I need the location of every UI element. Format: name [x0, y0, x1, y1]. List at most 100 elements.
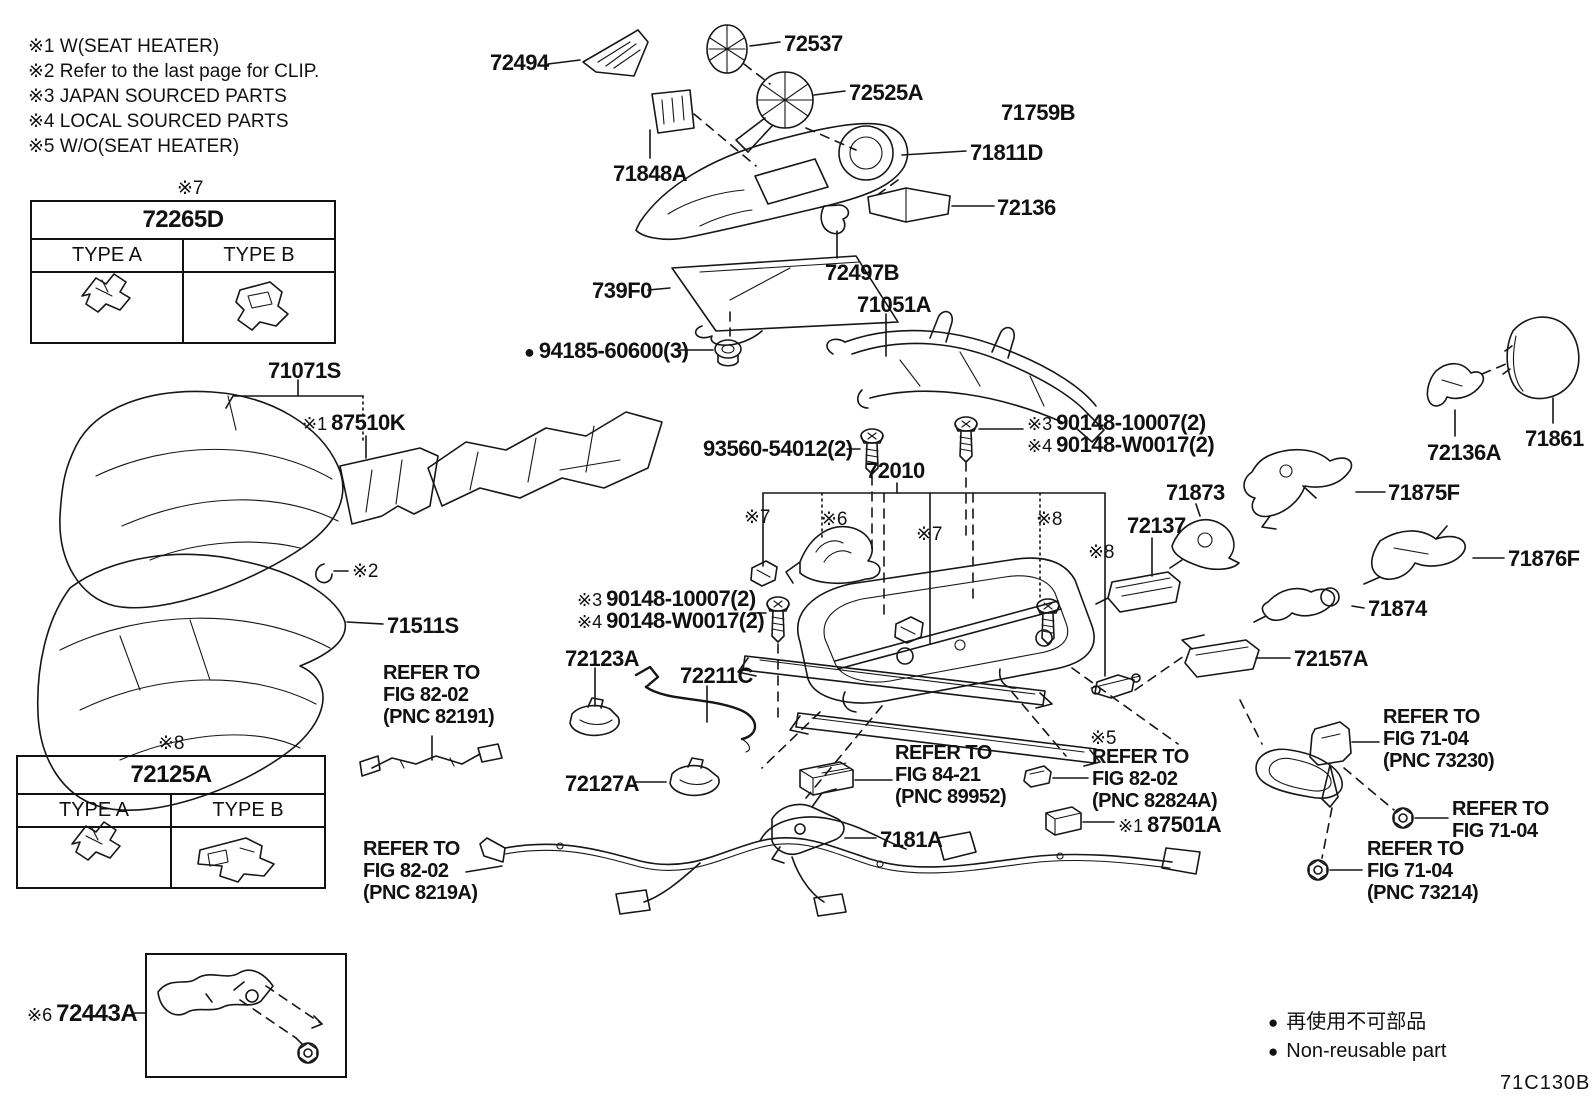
marker-s7-b: ※7 — [916, 524, 943, 545]
bracket-71873-drawing — [1169, 519, 1240, 571]
table-72265D-title: 72265D — [32, 202, 334, 240]
label-72136: 72136 — [997, 195, 1056, 220]
non-reusable-bullet-icon: ● — [1268, 1042, 1279, 1061]
label-71759B: 71759B — [1001, 100, 1076, 125]
note-line-5: ※5 W/O(SEAT HEATER) — [28, 136, 240, 157]
legend-en-row: ●Non-reusable part — [1268, 1040, 1447, 1062]
fan-72525A-drawing — [735, 71, 814, 153]
label-71874: 71874 — [1368, 596, 1427, 621]
marker-s8-b: ※8 — [1088, 542, 1115, 563]
note-line-3: ※3 JAPAN SOURCED PARTS — [28, 86, 287, 107]
table-72265D-type-b: TYPE B — [223, 244, 295, 266]
module-89952-drawing — [799, 761, 854, 796]
non-reusable-bullet-icon: ● — [524, 342, 535, 362]
shield-71811D-drawing — [635, 122, 909, 241]
marker-s7-a: ※7 — [744, 507, 771, 528]
table-72265D: 72265D TYPE A TYPE B — [30, 200, 336, 344]
heater-pad-back-drawing — [427, 411, 663, 507]
seat-cushion-pad-drawing — [36, 553, 347, 811]
cable-72211C-drawing — [634, 665, 757, 753]
note-line-4: ※4 LOCAL SOURCED PARTS — [28, 111, 289, 132]
marker-box-72125A: ※8 — [158, 733, 185, 754]
clip-s7a-drawing — [750, 560, 778, 587]
label-72525A: 72525A — [849, 80, 924, 105]
connector-82824A-drawing — [1023, 765, 1052, 788]
cover-72137-drawing — [1095, 571, 1181, 613]
cap-72123A-drawing — [569, 697, 620, 737]
table-72125A-type-b: TYPE B — [212, 799, 284, 821]
bracket-s6-drawing — [785, 525, 881, 585]
bracket-71875F-drawing — [1243, 448, 1353, 530]
table-72125A-type-a: TYPE A — [18, 795, 172, 826]
label-72497B: 72497B — [825, 260, 900, 285]
label-72127A: 72127A — [565, 771, 640, 796]
label-71861: 71861 — [1525, 426, 1584, 451]
clip-s7b-drawing — [894, 616, 924, 644]
marker-72443A: ※6 — [27, 1005, 53, 1025]
table-72125A-cell-b — [172, 828, 324, 887]
fan-72537-drawing — [706, 24, 748, 74]
table-72125A: 72125A TYPE A TYPE B — [16, 755, 326, 889]
grommet-94185-drawing — [714, 339, 742, 367]
notes-block: ※1 W(SEAT HEATER) ※2 Refer to the last p… — [28, 34, 319, 159]
seat-back-cover-drawing — [59, 390, 344, 609]
diagram-code: 71C130B — [1500, 1072, 1591, 1094]
note-line-1: ※1 W(SEAT HEATER) — [28, 36, 220, 57]
cap-72127A-drawing — [669, 757, 720, 797]
clip-71848A-drawing — [651, 89, 695, 134]
headrest-71861-drawing — [1502, 316, 1580, 400]
table-72265D-cell-a — [32, 273, 184, 342]
label-72157A: 72157A — [1294, 646, 1369, 671]
belt-guide-drawing — [1255, 748, 1343, 799]
legend-jp-row: ●再使用不可部品 — [1268, 1011, 1427, 1033]
label-72211C: 72211C — [680, 663, 753, 688]
label-71876F: 71876F — [1508, 546, 1580, 571]
marker-s5: ※5 — [1090, 728, 1117, 749]
legend: ●再使用不可部品 ●Non-reusable part — [1268, 1008, 1446, 1066]
table-72125A-title: 72125A — [18, 757, 324, 795]
dashed-lines — [693, 63, 1507, 859]
sensor-72443A-drawing — [157, 969, 323, 1064]
non-reusable-bullet-icon: ● — [1268, 1013, 1279, 1032]
trim-72494-drawing — [582, 29, 649, 77]
leader-lines — [132, 41, 1554, 1014]
label-71051A: 71051A — [857, 292, 932, 317]
bracket-71874-drawing — [1253, 587, 1340, 623]
label-72537: 72537 — [784, 31, 843, 56]
clip-hook-s2-drawing — [315, 563, 333, 584]
table-72265D-cell-b — [184, 273, 334, 342]
label-72494: 72494 — [490, 50, 549, 75]
frame-71051A-drawing — [826, 310, 1105, 443]
box-87501A-drawing — [1045, 806, 1082, 836]
nut-lower — [1307, 859, 1329, 881]
label-94185: ●94185-60600(3) — [524, 338, 689, 363]
screw-90148-top — [954, 416, 978, 463]
label-71848A: 71848A — [613, 161, 688, 186]
label-72010: 72010 — [866, 458, 925, 483]
marker-s8-a: ※8 — [1036, 509, 1063, 530]
label-71873: 71873 — [1166, 480, 1225, 505]
screw-90148-left — [766, 596, 790, 643]
marker-87510K: ※1 — [302, 414, 328, 434]
label-93560: 93560-54012(2) — [703, 436, 853, 461]
marker-box-72265D: ※7 — [177, 178, 204, 199]
label-71875F: 71875F — [1388, 480, 1460, 505]
nut-upper — [1392, 807, 1414, 829]
clip-72265D-typeB-drawing — [235, 281, 289, 331]
marker-clip-s2: ※2 — [352, 561, 379, 582]
heater-pad-cushion-drawing — [339, 447, 439, 525]
